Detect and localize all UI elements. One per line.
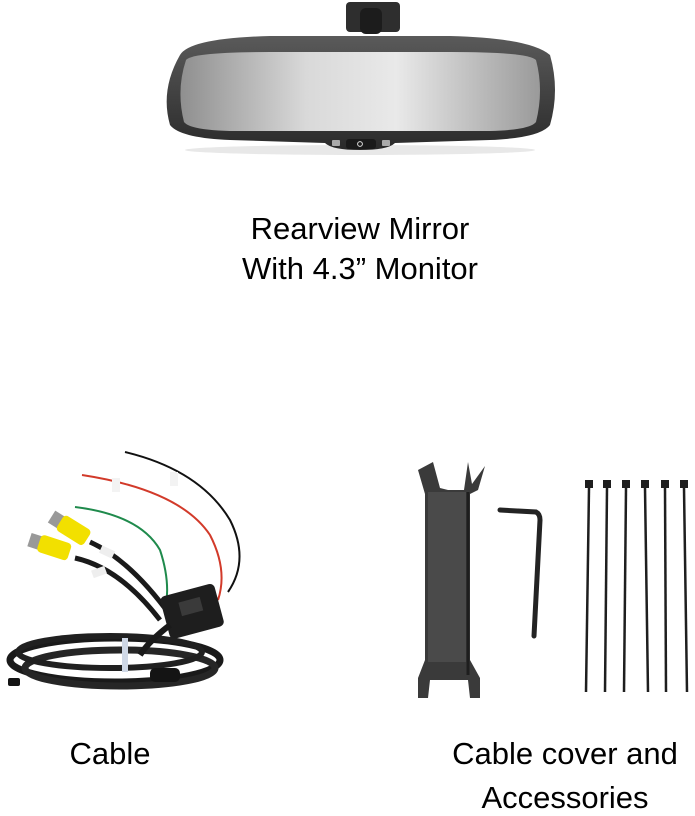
cable-cover-accessories-image (400, 450, 695, 710)
accessories-title-line-1: Cable cover and (452, 736, 678, 771)
accessories-title-line-2: Accessories (481, 780, 649, 815)
cable-title: Cable (20, 736, 200, 772)
accessories-title: Cable cover and Accessories (420, 736, 695, 816)
rearview-mirror-image (160, 0, 560, 160)
mirror-title-line-1: Rearview Mirror (250, 211, 470, 246)
mirror-title: Rearview Mirror With 4.3” Monitor (160, 211, 560, 287)
cable-harness-image (0, 440, 270, 710)
mirror-title-line-2: With 4.3” Monitor (241, 251, 478, 286)
cable-title-line-1: Cable (69, 736, 151, 771)
